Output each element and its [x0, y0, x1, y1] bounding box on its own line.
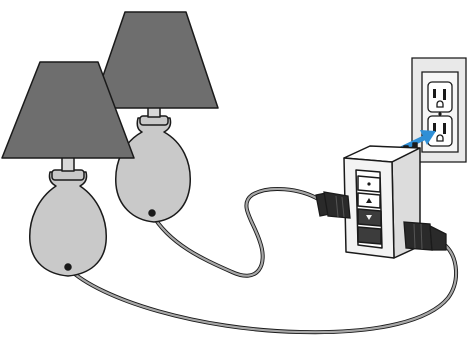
front-lamp	[1, 61, 135, 277]
dimmer-module	[343, 142, 421, 259]
back-lamp	[91, 11, 219, 223]
back-lamp-shade	[91, 11, 219, 109]
dimmer-off-button	[357, 226, 382, 245]
front-lamp-base	[29, 171, 107, 277]
left-lamp-plug	[315, 191, 351, 219]
back-lamp-base	[115, 117, 191, 223]
lamp-cords	[66, 187, 458, 335]
front-lamp-shade	[1, 61, 135, 159]
front-lamp-stem	[61, 156, 75, 172]
right-lamp-plug	[403, 221, 447, 251]
wall-outlet	[411, 57, 467, 163]
